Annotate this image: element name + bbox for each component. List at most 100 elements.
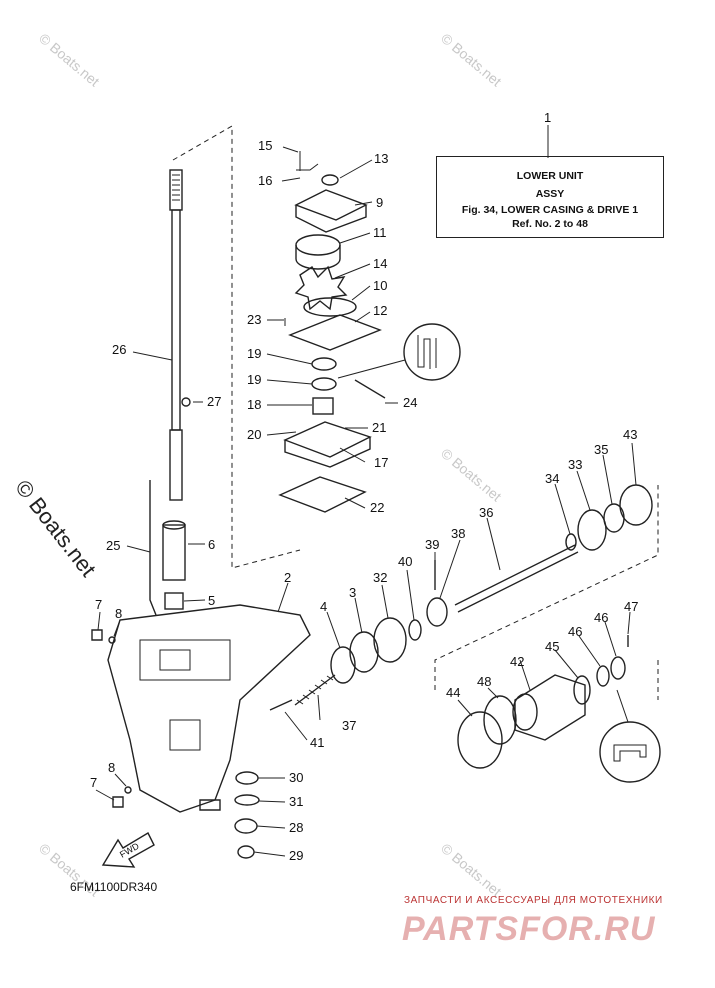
callout-5: 5 — [208, 593, 215, 608]
callout-10: 10 — [373, 278, 387, 293]
callout-3: 3 — [349, 585, 356, 600]
info-line-1: LOWER UNIT — [516, 170, 584, 182]
bearing-3 — [349, 631, 379, 673]
spring-37 — [294, 674, 336, 706]
callout-32: 32 — [373, 570, 387, 585]
watermark-group: © Boats.net © Boats.net © Boats.net © Bo… — [36, 30, 505, 899]
brand-tagline: ЗАПЧАСТИ И АКСЕССУАРЫ ДЛЯ МОТОТЕХНИКИ — [404, 895, 663, 906]
water-pump-stack — [278, 151, 386, 513]
detail-magnifier-circle — [599, 721, 661, 783]
pin-41 — [269, 699, 293, 711]
callout-7b: 7 — [90, 775, 97, 790]
assembly-outline — [172, 125, 301, 569]
callout-29: 29 — [289, 848, 303, 863]
watermark-text: © Boats.net — [438, 840, 505, 899]
callout-34: 34 — [545, 471, 559, 486]
callout-9: 9 — [376, 195, 383, 210]
callout-40: 40 — [398, 554, 412, 569]
washer-8-upper — [108, 636, 116, 644]
pinion-28 — [234, 818, 258, 834]
oring-27 — [181, 397, 191, 407]
callout-46b: 46 — [594, 610, 608, 625]
callout-13: 13 — [374, 151, 388, 166]
callout-30: 30 — [289, 770, 303, 785]
callout-41: 41 — [310, 735, 324, 750]
oring-44 — [457, 711, 503, 769]
watermark-text: © Boats.net — [438, 445, 505, 504]
callout-35: 35 — [594, 442, 608, 457]
callout-28: 28 — [289, 820, 303, 835]
bolt-7-lower — [112, 796, 124, 808]
seal-46b — [610, 656, 626, 680]
diagram-code: 6FM1100DR340 — [70, 880, 158, 894]
callout-45: 45 — [545, 639, 559, 654]
callout-25: 25 — [106, 538, 120, 553]
callout-14: 14 — [373, 256, 387, 271]
seal-46a — [596, 665, 610, 687]
bolt-7-upper — [91, 629, 103, 641]
callout-44: 44 — [446, 685, 460, 700]
callout-2: 2 — [284, 570, 291, 585]
callout-12: 12 — [373, 303, 387, 318]
callout-18: 18 — [247, 397, 261, 412]
callout-6: 6 — [208, 537, 215, 552]
sleeve-6 — [162, 524, 186, 581]
shim-4 — [330, 646, 356, 684]
brand-logo: PARTSFOR.RU — [402, 910, 656, 948]
washer-40 — [408, 619, 422, 641]
callout-4: 4 — [320, 599, 327, 614]
callout-7a: 7 — [95, 597, 102, 612]
assembly-outline — [434, 485, 659, 690]
lower-casing — [107, 604, 311, 813]
callout-39: 39 — [425, 537, 439, 552]
detail-magnifier-circle — [403, 323, 461, 381]
callout-46a: 46 — [568, 624, 582, 639]
forward-gear-32 — [373, 617, 407, 663]
bearing-43 — [619, 484, 653, 526]
callout-23: 23 — [247, 312, 261, 327]
callout-16: 16 — [258, 173, 272, 188]
washer-35 — [603, 503, 625, 533]
callout-1: 1 — [544, 110, 551, 125]
callout-21: 21 — [372, 420, 386, 435]
callout-26: 26 — [112, 342, 126, 357]
washer-34 — [565, 533, 577, 551]
detail-clip-drawing — [613, 744, 647, 762]
watermark-text: © Boats.net — [438, 30, 505, 89]
callout-8a: 8 — [115, 606, 122, 621]
callout-36: 36 — [479, 505, 493, 520]
callout-22: 22 — [370, 500, 384, 515]
callout-20: 20 — [247, 427, 261, 442]
callout-47: 47 — [624, 599, 638, 614]
propeller-shaft-36 — [454, 544, 579, 613]
callout-leaders — [95, 146, 637, 857]
callout-37: 37 — [342, 718, 356, 733]
nut-29 — [237, 845, 255, 859]
callout-42: 42 — [510, 654, 524, 669]
washer-8-lower — [124, 786, 132, 794]
callout-19a: 19 — [247, 346, 261, 361]
reverse-gear-33 — [577, 509, 607, 551]
info-line-3: Fig. 34, LOWER CASING & DRIVE 1 — [461, 204, 639, 216]
callout-38: 38 — [451, 526, 465, 541]
callout-43: 43 — [623, 427, 637, 442]
callout-19b: 19 — [247, 372, 261, 387]
info-line-4: Ref. No. 2 to 48 — [512, 218, 588, 230]
callout-numbers: 1 2 3 4 5 6 7 8 7 8 9 10 11 12 13 14 15 … — [90, 110, 638, 863]
detail-clip-drawing — [417, 335, 437, 369]
info-line-2: ASSY — [535, 188, 565, 200]
callout-31: 31 — [289, 794, 303, 809]
bearing-30 — [235, 771, 259, 785]
callout-24: 24 — [403, 395, 417, 410]
drive-shaft — [169, 169, 183, 501]
callout-33: 33 — [568, 457, 582, 472]
clutch-38 — [426, 597, 448, 627]
fwd-arrow: FWD — [101, 832, 155, 868]
callout-15: 15 — [258, 138, 272, 153]
assembly-info-box: LOWER UNIT ASSY Fig. 34, LOWER CASING & … — [436, 156, 664, 238]
callout-48: 48 — [477, 674, 491, 689]
bush-5 — [164, 592, 184, 610]
callout-27: 27 — [207, 394, 221, 409]
oring-48 — [483, 695, 517, 745]
